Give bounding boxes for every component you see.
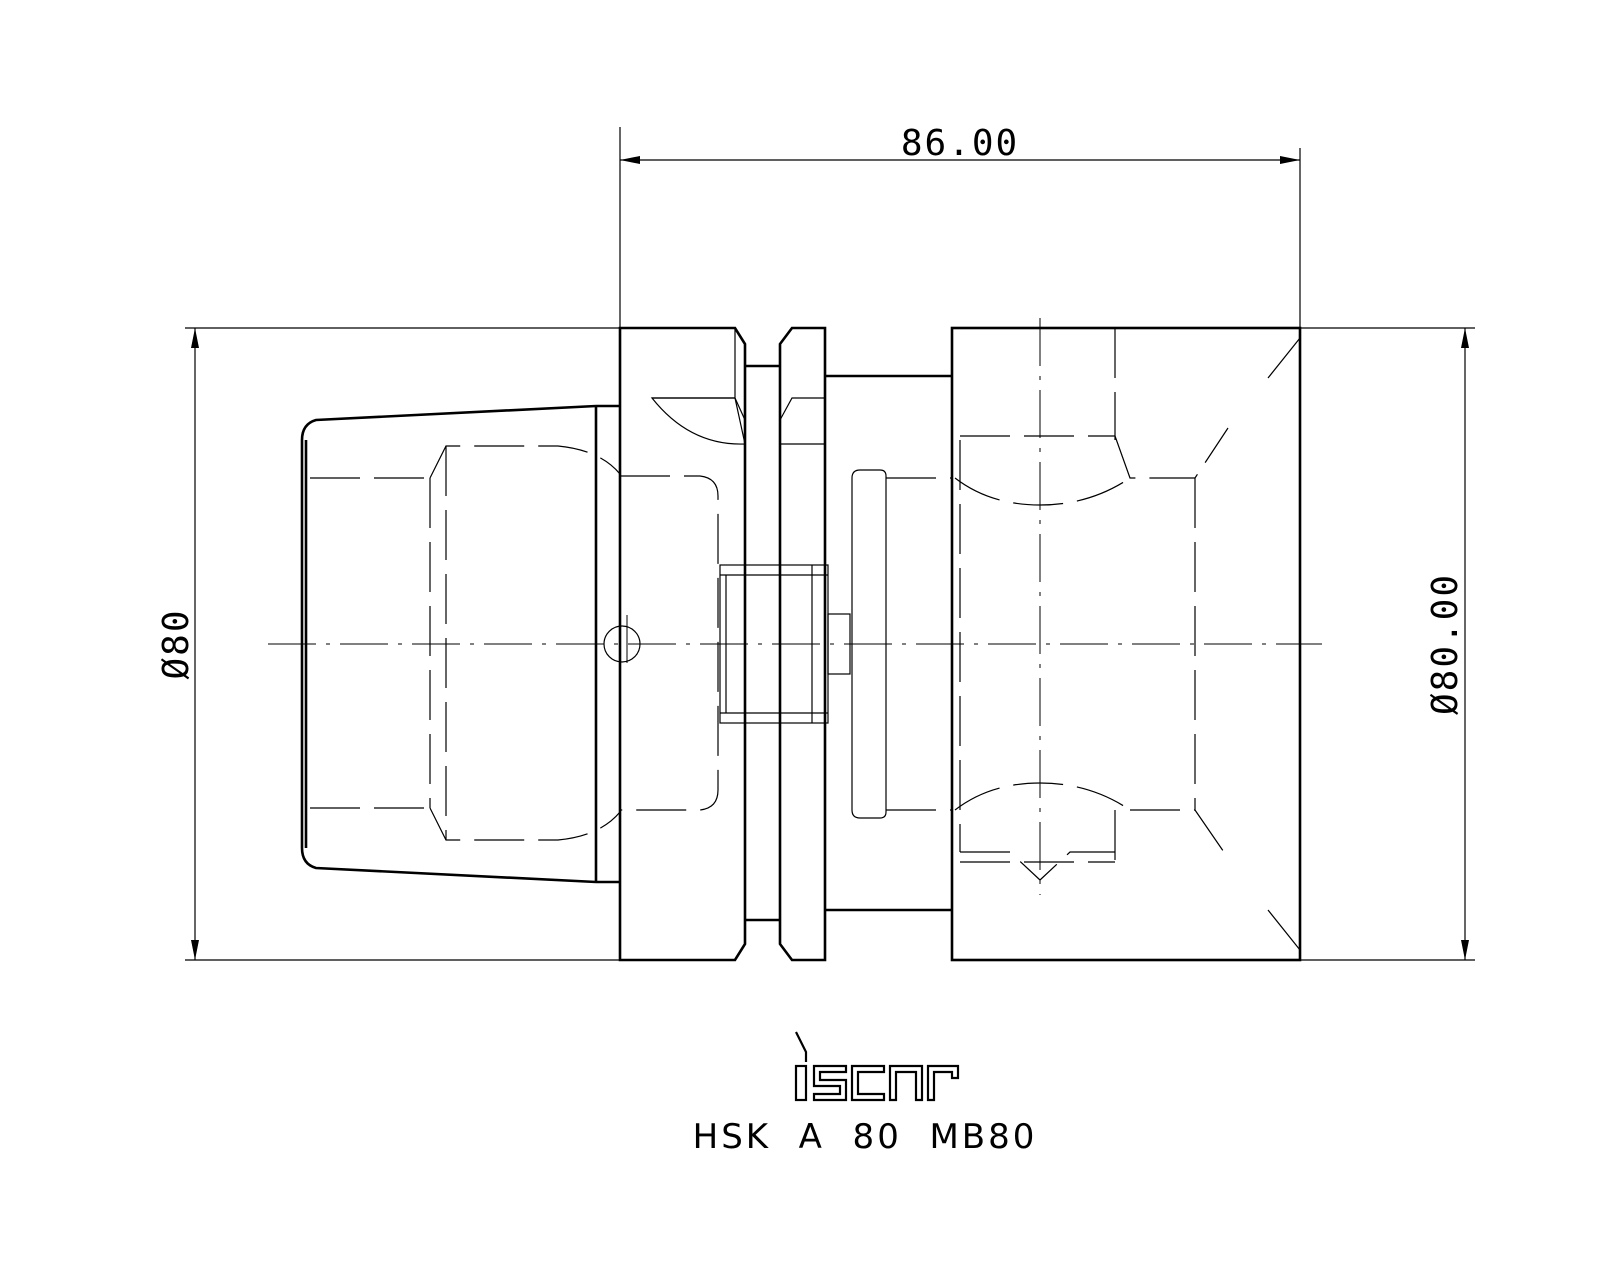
dimension-shank-diameter: Ø80 [156,327,620,961]
dimension-body-diameter: Ø80.00 [1300,327,1475,961]
length-dimension-label: 86.00 [901,123,1019,164]
part-number-caption: HSK A 80 MB80 [693,1117,1038,1157]
flange [603,326,747,962]
mb80-body [950,326,1302,962]
center-lines [268,318,1322,895]
gripper-groove [745,326,827,962]
neck [825,374,952,912]
hsk-taper-shank [300,404,621,884]
dimension-length: 86.00 [619,123,1301,328]
body-diameter-label: Ø80.00 [1425,573,1466,715]
shank-diameter-label: Ø80 [156,608,197,679]
iscar-logo [794,1031,960,1102]
clamping-screw [719,564,851,724]
